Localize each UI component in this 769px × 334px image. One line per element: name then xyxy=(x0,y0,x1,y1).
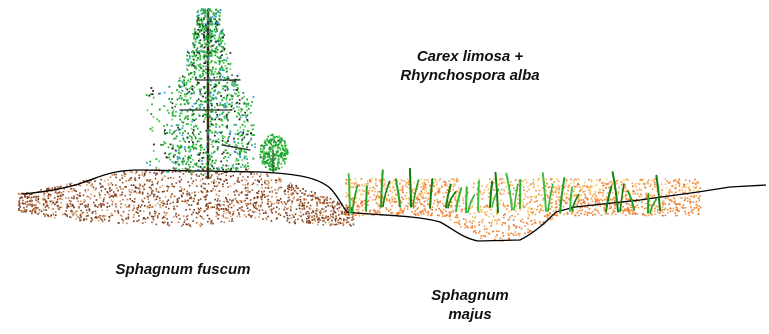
label-majus-line1: Sphagnum xyxy=(415,286,525,305)
label-majus-line2: majus xyxy=(415,305,525,324)
label-carex-line2: Rhynchospora alba xyxy=(375,66,565,85)
label-sphagnum-fuscum: Sphagnum fuscum xyxy=(88,260,278,279)
shrub-icon xyxy=(259,134,288,172)
label-carex-line1: Carex limosa + xyxy=(375,47,565,66)
tree-icon xyxy=(146,8,256,178)
label-sphagnum-majus: Sphagnum majus xyxy=(415,286,525,324)
label-carex-rhynchospora: Carex limosa + Rhynchospora alba xyxy=(375,47,565,85)
